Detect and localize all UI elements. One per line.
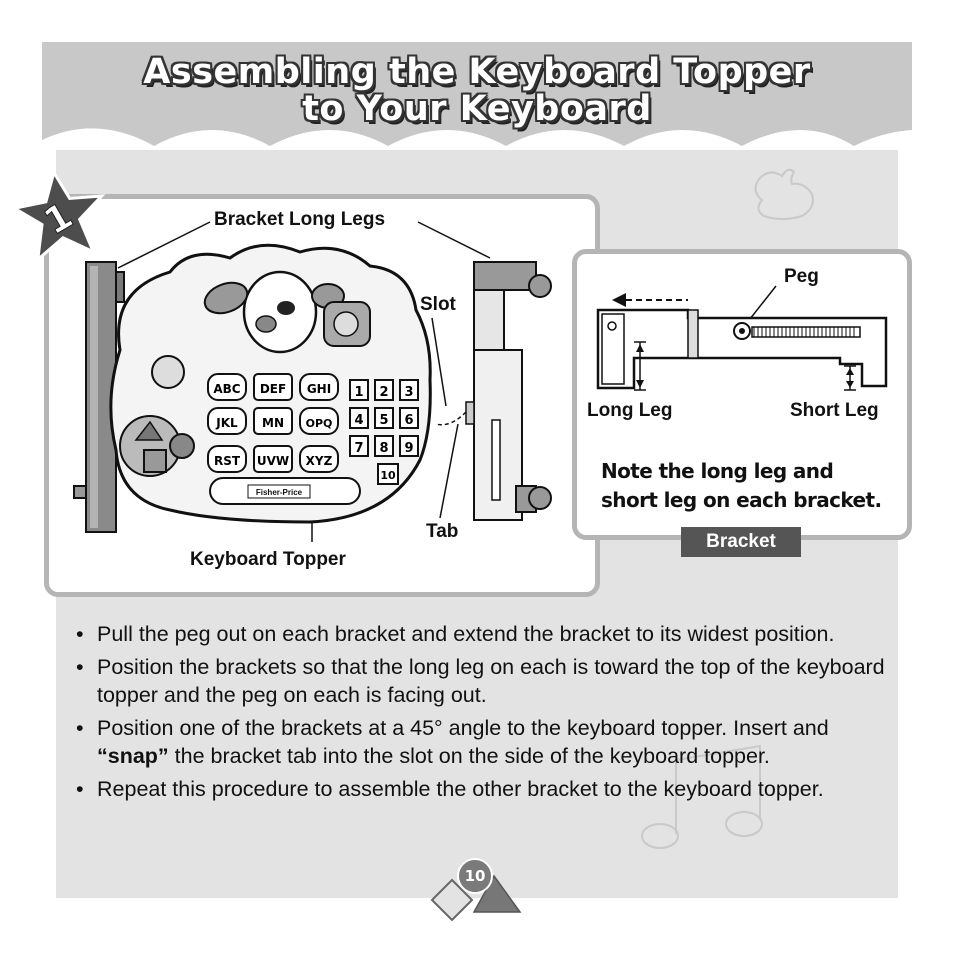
page-title-line2: to Your Keyboard [302,89,652,129]
bracket-caption: Bracket [681,527,801,557]
letter-keys: ABC DEF GHI JKL MN OPQ RST UVW XYZ [207,373,339,473]
key-8: 8 [379,441,388,456]
label-peg: Peg [784,266,819,287]
label-tab: Tab [426,521,459,542]
keyboard-topper-illustration: Fisher-Price ABC DEF GHI JKL MN OPQ RST … [73,221,552,542]
label-long-leg: Long Leg [587,400,673,421]
instruction-item: Repeat this procedure to assemble the ot… [74,775,894,803]
step-star-icon: 1 [12,168,106,260]
label-slot: Slot [420,294,456,315]
key-mn: MN [262,416,284,430]
duck-watermark-icon [754,168,814,220]
instruction-item: Pull the peg out on each bracket and ext… [74,620,894,648]
label-bracket-long-legs: Bracket Long Legs [214,209,386,230]
instruction-item: Position one of the brackets at a 45° an… [74,714,894,770]
page-title: Assembling the Keyboard Topper to Your K… [42,54,912,128]
key-2: 2 [379,385,388,400]
instruction-text: Position one of the brackets at a 45° an… [97,716,829,740]
instruction-list: Pull the peg out on each bracket and ext… [74,620,894,808]
footer-shapes-icon [430,874,522,922]
bracket-diagram [596,285,888,391]
page-number: 10 [457,858,493,894]
key-5: 5 [379,413,388,428]
bracket-note-line1: Note the long leg and [601,459,834,483]
instruction-item: Position the brackets so that the long l… [74,653,894,709]
key-7: 7 [354,441,363,456]
key-xyz: XYZ [306,454,333,468]
key-def: DEF [260,382,286,396]
key-10: 10 [380,469,396,482]
key-abc: ABC [213,382,240,396]
key-rst: RST [214,454,241,468]
label-keyboard-topper: Keyboard Topper [190,549,346,570]
title-banner [42,42,912,146]
key-1: 1 [354,385,363,400]
snap-emphasis: “snap” [97,744,169,768]
key-opq: OPQ [306,417,333,430]
key-uvw: UVW [257,454,289,468]
instruction-text: the bracket tab into the slot on the sid… [168,744,770,768]
key-6: 6 [404,413,413,428]
bracket-note-line2: short leg on each bracket. [601,488,882,512]
key-4: 4 [354,413,363,428]
key-jkl: JKL [215,416,238,430]
number-keys: 1 2 3 4 5 6 7 8 9 10 [349,379,419,485]
label-short-leg: Short Leg [790,400,879,421]
key-ghi: GHI [307,382,331,396]
page-title-line1: Assembling the Keyboard Topper [143,52,811,92]
key-3: 3 [404,385,413,400]
key-9: 9 [404,441,413,456]
bracket-note: Note the long leg and short leg on each … [601,457,882,515]
brand-logo: Fisher-Price [256,488,303,497]
